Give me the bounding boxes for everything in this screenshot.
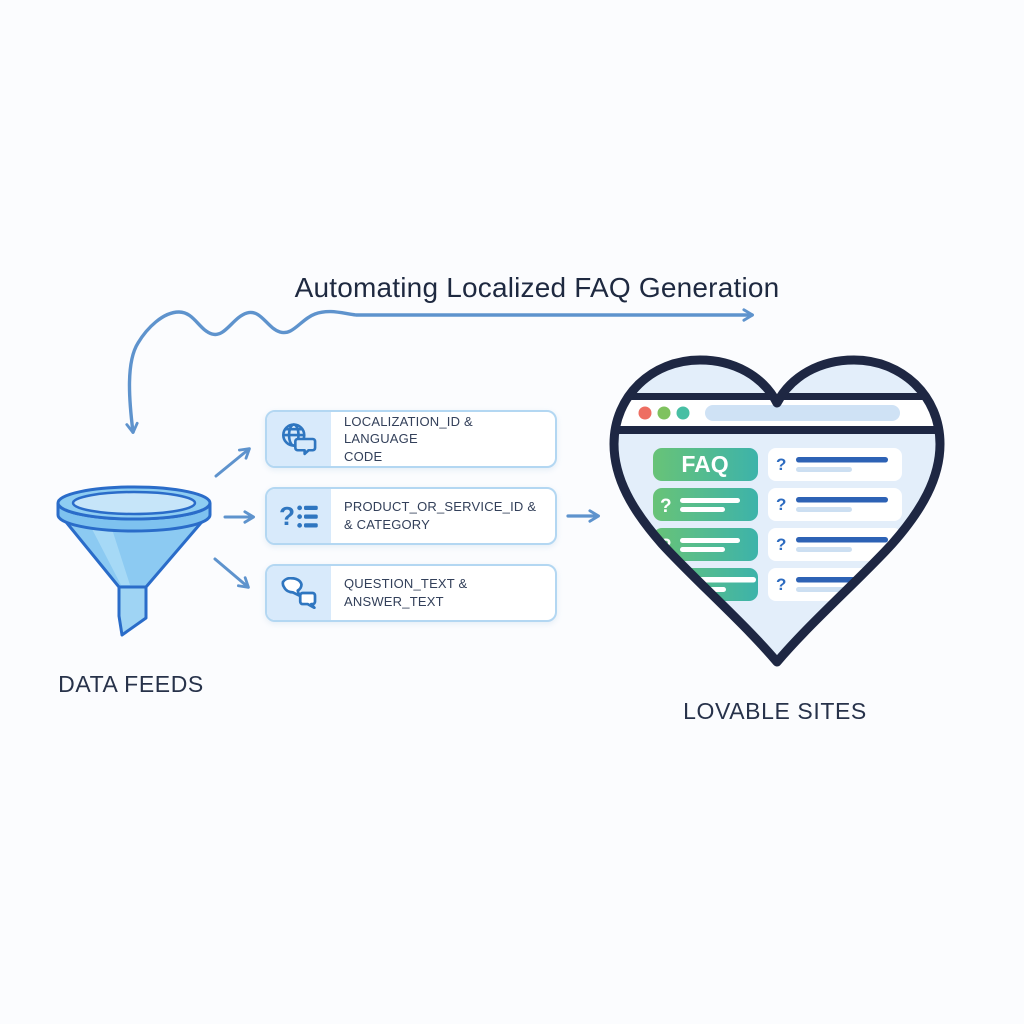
- question-mark-icon: ?: [660, 496, 672, 517]
- globe-chat-icon: [267, 412, 331, 466]
- field-box-localization: LOCALIZATION_ID & LANGUAGE CODE: [265, 410, 557, 468]
- heart-background: [614, 360, 940, 662]
- faq-pill-label: FAQ: [681, 451, 728, 477]
- question-mark-icon: ?: [776, 455, 786, 474]
- field-line-1: QUESTION_TEXT & ANSWER_TEXT: [344, 576, 468, 609]
- heart-browser-illustration: FAQ ? ? ? ? ?: [609, 355, 945, 667]
- traffic-light-red-icon: [638, 406, 652, 420]
- answer-card: [768, 568, 902, 601]
- heart-outline: [609, 355, 945, 667]
- field-line-1: PRODUCT_OR_SERVICE_ID &: [344, 499, 537, 515]
- traffic-light-green-icon: [657, 406, 671, 420]
- field-line-2: & CATEGORY: [344, 517, 431, 532]
- question-mark-icon: ?: [776, 535, 786, 554]
- answer-card: [768, 448, 902, 481]
- field-line-1: LOCALIZATION_ID & LANGUAGE: [344, 413, 473, 447]
- funnel-arrow-bottom-icon: [213, 557, 250, 589]
- question-list-icon: ?: [267, 489, 331, 543]
- field-box-text: PRODUCT_OR_SERVICE_ID & & CATEGORY: [331, 489, 555, 543]
- question-mark-icon: ?: [660, 536, 672, 557]
- field-line-2: CODE: [344, 448, 383, 464]
- browser-toolbar: [614, 393, 940, 434]
- data-feeds-label: DATA FEEDS: [58, 671, 204, 697]
- traffic-light-teal-icon: [676, 406, 690, 420]
- lovable-sites-label: LOVABLE SITES: [683, 698, 867, 724]
- question-pill: [653, 568, 758, 601]
- question-pill: [653, 488, 758, 521]
- question-mark-icon: ?: [776, 495, 786, 514]
- faq-pill: [653, 448, 758, 481]
- field-box-question: QUESTION_TEXT & ANSWER_TEXT: [265, 564, 557, 622]
- question-mark-icon: ?: [776, 575, 786, 594]
- address-bar: [705, 405, 900, 421]
- question-pill: [653, 528, 758, 561]
- funnel-arrow-top-icon: [214, 447, 251, 478]
- answer-card: [768, 528, 902, 561]
- svg-text:?: ?: [279, 501, 295, 531]
- answer-card: [768, 488, 902, 521]
- chat-bubbles-icon: [267, 566, 331, 620]
- diagram-title: Automating Localized FAQ Generation: [294, 272, 780, 303]
- field-box-product: ? PRODUCT_OR_SERVICE_ID & & CATEGORY: [265, 487, 557, 545]
- funnel-icon: [56, 485, 212, 637]
- field-box-text: QUESTION_TEXT & ANSWER_TEXT: [331, 566, 555, 620]
- field-box-text: LOCALIZATION_ID & LANGUAGE CODE: [331, 412, 555, 466]
